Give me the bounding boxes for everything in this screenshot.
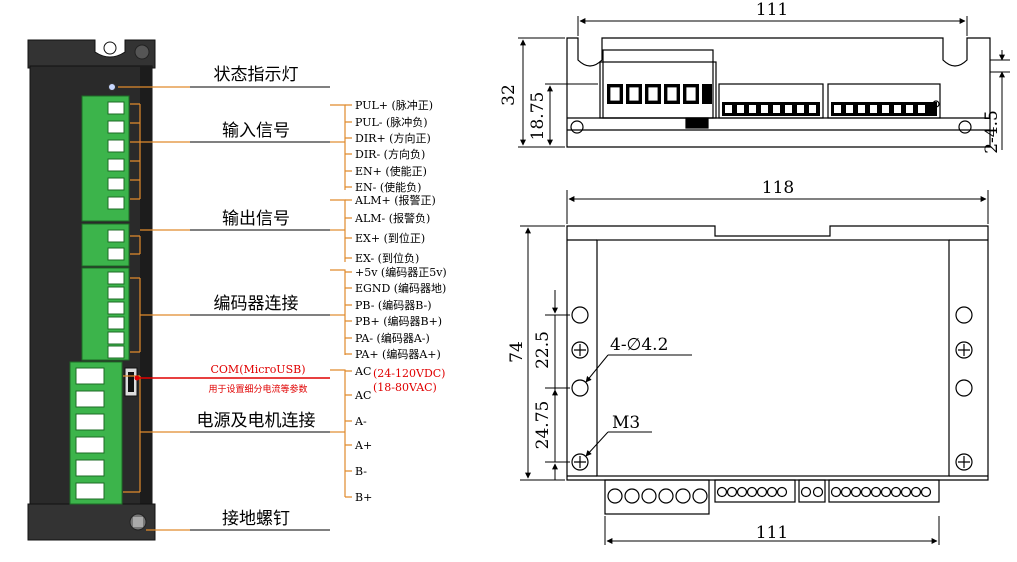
dim-hole: 4-∅4.2 — [610, 335, 668, 355]
power-motor-label: 电源及电机连接 — [197, 411, 316, 431]
pin-label: PA- (编码器A-) — [355, 331, 430, 345]
output-signal-label: 输出信号 — [222, 209, 290, 229]
pin-label: ALM+ (报警正) — [354, 193, 436, 207]
dim-top-width: 111 — [756, 0, 788, 20]
driver-front-view — [27, 39, 156, 541]
pin-label: EN+ (使能正) — [355, 164, 427, 178]
status-led — [108, 83, 116, 91]
pin-label: DIR- (方向负) — [355, 147, 425, 161]
dim-bottom-width: 111 — [756, 523, 788, 543]
dim-225: 22.5 — [533, 331, 553, 369]
pin-label: A+ — [354, 439, 372, 452]
input-signal-label: 输入信号 — [222, 121, 290, 141]
pin-label: EX+ (到位正) — [355, 231, 425, 245]
pin-label: PUL- (脉冲负) — [355, 115, 428, 129]
pin-label: B+ — [355, 491, 372, 504]
top-screw — [134, 44, 150, 60]
pin-label: ALM- (报警负) — [354, 211, 430, 225]
dim-front-height: 74 — [507, 341, 527, 363]
voltage-ac: (18-80VAC) — [373, 381, 437, 394]
pin-label: AC — [354, 365, 371, 378]
pin-label: EN- (使能负) — [355, 180, 421, 194]
mount-hole — [955, 379, 973, 397]
voltage-dc: (24-120VDC) — [373, 367, 445, 380]
com-title: COM(MicroUSB) — [211, 363, 306, 376]
pin-label: DIR+ (方向正) — [355, 131, 431, 145]
mount-hole — [571, 379, 589, 397]
dim-2475: 24.75 — [533, 401, 553, 450]
dim-front-width: 118 — [762, 178, 794, 198]
screw-icon — [955, 341, 973, 359]
input-terminal-slots — [107, 101, 125, 210]
screw-icon — [571, 341, 589, 359]
pin-label: EX- (到位负) — [355, 251, 419, 265]
screw-icon — [571, 453, 589, 471]
status-led-label: 状态指示灯 — [214, 65, 299, 85]
power-terminal-block — [69, 361, 123, 505]
pin-label: PUL+ (脉冲正) — [355, 98, 433, 112]
encoder-label: 编码器连接 — [214, 294, 299, 314]
pin-label: B- — [355, 465, 367, 478]
dim-thread: M3 — [612, 413, 640, 433]
dim-side-height: 32 — [499, 84, 519, 106]
pin-label: PA+ (编码器A+) — [355, 347, 441, 361]
pin-label: +5v (编码器正5v) — [355, 265, 447, 279]
dim-side-inner: 18.75 — [528, 92, 548, 141]
leader-lines — [118, 86, 352, 531]
dim-slot: 2-4.5 — [982, 110, 1002, 154]
mount-hole — [571, 306, 589, 324]
pin-label: EGND (编码器地) — [355, 281, 446, 295]
com-desc: 用于设置细分电流等参数 — [208, 383, 307, 395]
pin-label: A- — [354, 415, 367, 428]
top-bracket — [27, 39, 156, 69]
top-view — [566, 225, 989, 515]
side-view — [566, 37, 991, 148]
top-slot — [103, 41, 117, 55]
pin-label: AC — [354, 389, 371, 402]
pin-label: PB- (编码器B-) — [355, 298, 432, 312]
mount-hole — [955, 306, 973, 324]
screw-icon — [955, 453, 973, 471]
ground-screw-label: 接地螺钉 — [222, 509, 290, 529]
pin-label: PB+ (编码器B+) — [355, 314, 442, 328]
